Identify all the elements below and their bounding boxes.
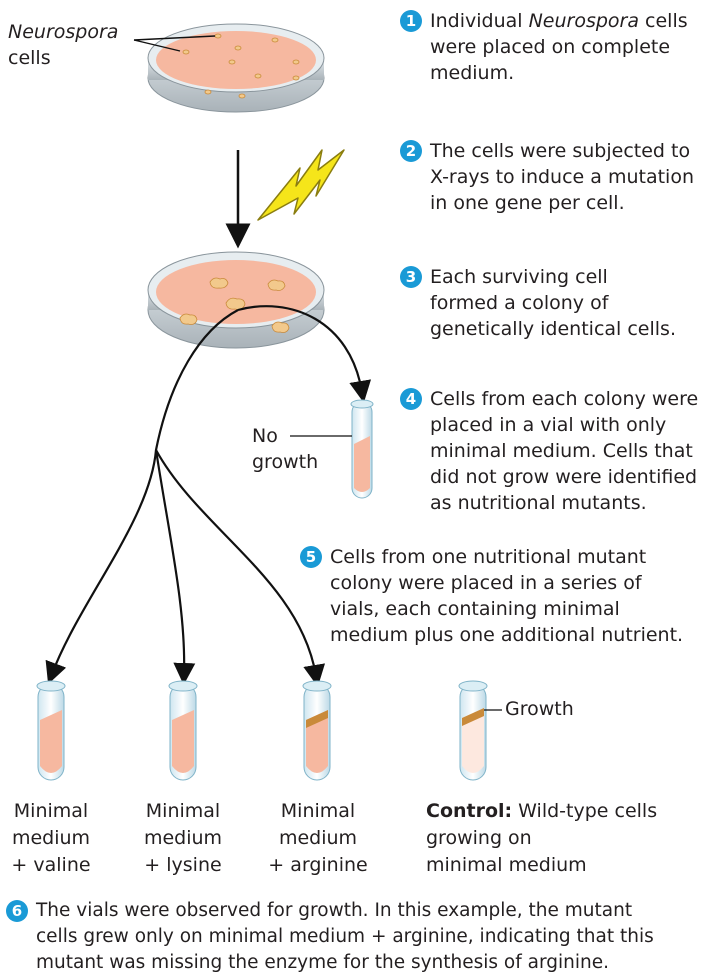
step-line: cells grew only on minimal medium + argi…	[36, 926, 654, 947]
vial-label-line: medium	[11, 827, 91, 849]
step-line: Cells from each colony were	[430, 388, 699, 410]
step-number: 6	[6, 900, 28, 922]
step-line: formed a colony of	[430, 292, 609, 314]
step-line: colony were placed in a series of	[330, 572, 642, 594]
step-line: The vials were observed for growth. In t…	[36, 900, 633, 921]
vial-label-line: medium	[143, 827, 223, 849]
petri-dish-colonies	[147, 251, 325, 349]
step-number: 4	[400, 388, 422, 410]
label-no: No	[252, 425, 278, 447]
step-line: placed in a vial with only	[430, 414, 667, 436]
label-no-growth: growth	[252, 451, 319, 473]
vial-label-line: growing on	[426, 827, 532, 849]
vial-label-valine: Minimal medium + valine	[0, 798, 106, 879]
vial-label-line: medium	[278, 827, 358, 849]
xray-lightning-icon	[257, 149, 345, 221]
vial-label-lysine: Minimal medium + lysine	[128, 798, 238, 879]
step-line: as nutritional mutants.	[430, 492, 647, 514]
vial-label-line: Wild-type cells	[512, 800, 658, 822]
vial-arginine	[302, 680, 332, 781]
step-number: 2	[400, 140, 422, 162]
vial-no-growth	[350, 399, 374, 499]
vial-label-line: Minimal	[13, 800, 89, 822]
pointer-line	[133, 39, 181, 52]
step-number: 5	[300, 546, 322, 568]
vial-lysine	[168, 680, 198, 781]
step-text: Individual Neurospora cells were placed …	[430, 8, 688, 86]
step-line: cells	[639, 10, 688, 32]
step-line: genetically identical cells.	[430, 318, 676, 340]
transfer-arrows	[45, 305, 372, 687]
step-line: medium.	[430, 62, 515, 84]
step-line: X-rays to induce a mutation	[430, 166, 694, 188]
vial-label-line: Minimal	[145, 800, 221, 822]
step-line: Individual	[430, 10, 529, 32]
vial-label-line: Minimal	[280, 800, 356, 822]
step-number: 1	[400, 10, 422, 32]
label-cells: cells	[8, 47, 51, 69]
control-label-bold: Control:	[426, 800, 513, 822]
step-text: Cells from one nutritional mutant colony…	[330, 544, 683, 648]
vial-label-line: minimal medium	[426, 854, 587, 876]
vial-valine	[36, 680, 66, 781]
step-line: The cells were subjected to	[430, 140, 691, 162]
step-text: Each surviving cell formed a colony of g…	[430, 264, 676, 342]
step-text: Cells from each colony were placed in a …	[430, 386, 698, 516]
vial-label-line: + arginine	[268, 854, 368, 876]
vial-label-line: + lysine	[144, 854, 222, 876]
vial-label-arginine: Minimal medium + arginine	[258, 798, 378, 879]
step-number: 3	[400, 266, 422, 288]
vial-label-control: Control: Wild-type cells growing on mini…	[426, 798, 657, 879]
label-neurospora: Neurospora	[8, 21, 119, 43]
step-line: mutant was missing the enzyme for the sy…	[36, 952, 609, 973]
step-line: medium plus one additional nutrient.	[330, 624, 684, 646]
step-text: The vials were observed for growth. In t…	[36, 898, 654, 976]
petri-dish-complete-medium	[147, 23, 325, 113]
vial-control	[458, 680, 488, 781]
step-line: Each surviving cell	[430, 266, 608, 288]
step-line: vials, each containing minimal	[330, 598, 620, 620]
step-line: Cells from one nutritional mutant	[330, 546, 647, 568]
vial-label-line: + valine	[11, 854, 91, 876]
step-line: in one gene per cell.	[430, 192, 625, 214]
label-growth: Growth	[505, 698, 574, 720]
step-text: The cells were subjected to X-rays to in…	[430, 138, 694, 216]
pointer-line	[133, 35, 216, 41]
step-line: were placed on complete	[430, 36, 671, 58]
step-line: minimal medium. Cells that	[430, 440, 693, 462]
step-line-italic: Neurospora	[528, 10, 639, 32]
step-line: did not grow were identified	[430, 466, 698, 488]
